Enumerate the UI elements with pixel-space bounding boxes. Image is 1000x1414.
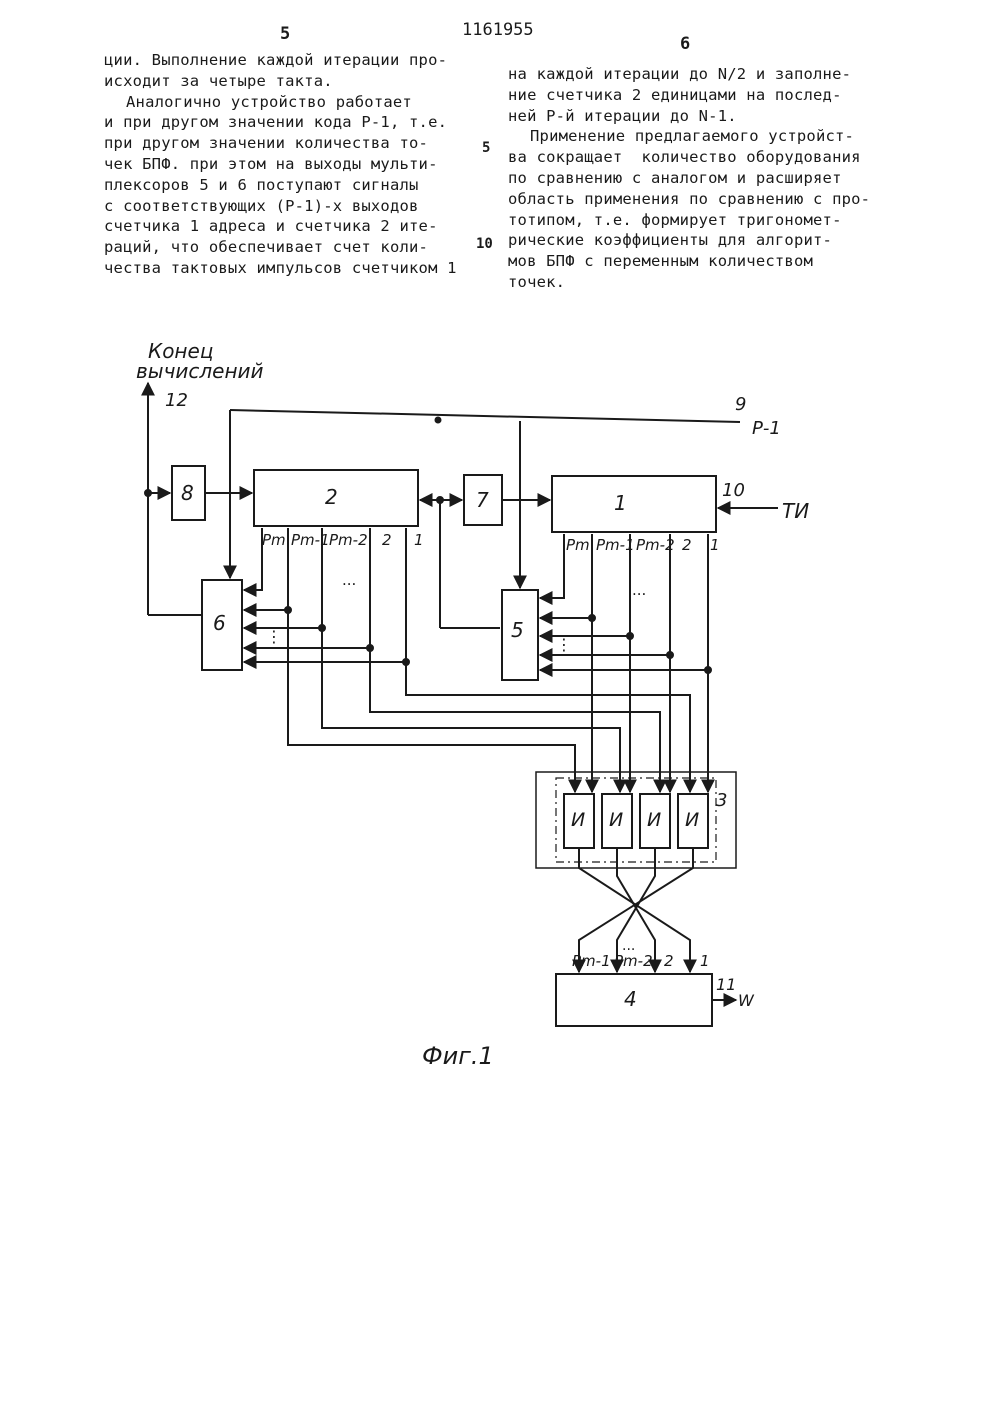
b5-dots: ⋮: [556, 635, 572, 654]
b2-dots: ...: [342, 571, 356, 589]
label-w: W: [738, 991, 755, 1010]
label-12: 12: [165, 390, 188, 411]
b6-dots: ⋮: [266, 627, 282, 646]
b1-out-1: 1: [710, 536, 720, 554]
b4-dots: ...: [622, 938, 635, 954]
block-3-frame: [536, 772, 736, 868]
b2-out-pm1: Pm-1: [291, 531, 330, 549]
b4-in-1: 1: [700, 952, 710, 970]
b1-out-pm1: Pm-1: [596, 536, 635, 554]
block-2-label: 2: [325, 485, 338, 509]
and-gate-4-label: И: [685, 809, 699, 831]
b1-out-pm2: Pm-2: [636, 536, 675, 554]
block-2-output-wires: [244, 528, 690, 792]
and-gate-1-label: И: [571, 809, 585, 831]
label-11: 11: [716, 975, 736, 994]
block-7-label: 7: [476, 488, 489, 512]
b2-out-pm2: Pm-2: [329, 531, 368, 549]
label-3: 3: [716, 790, 727, 811]
b4-in-pm2: Pm-2: [614, 952, 653, 970]
b1-dots: ...: [632, 581, 646, 599]
and-gate-2-label: И: [609, 809, 623, 831]
label-9: 9: [735, 394, 746, 415]
b4-in-pm1: Pm-1: [572, 952, 611, 970]
label-p-1: Р-1: [752, 418, 781, 439]
b1-out-2: 2: [682, 536, 692, 554]
block-1-output-wires: [540, 534, 711, 792]
junction: [436, 418, 441, 423]
block-5-label: 5: [511, 618, 524, 642]
block-8-label: 8: [181, 481, 194, 505]
junction: [145, 490, 151, 496]
label-ti: ТИ: [782, 499, 809, 523]
b4-in-2: 2: [664, 952, 674, 970]
b2-out-pm: Pm: [262, 531, 286, 549]
block-1: [552, 476, 716, 532]
bus-p-1: [230, 410, 740, 422]
b2-out-2: 2: [382, 531, 392, 549]
figure-caption: Фиг.1: [422, 1042, 494, 1070]
and-gate-3-label: И: [647, 809, 661, 831]
label-10: 10: [722, 480, 745, 501]
block-1-label: 1: [614, 491, 627, 515]
b2-out-1: 1: [414, 531, 424, 549]
block-4-label: 4: [624, 987, 637, 1011]
block-6-label: 6: [213, 611, 226, 635]
label-end-of-computation-2: вычислений: [136, 359, 264, 383]
b1-out-pm: Pm: [566, 536, 590, 554]
